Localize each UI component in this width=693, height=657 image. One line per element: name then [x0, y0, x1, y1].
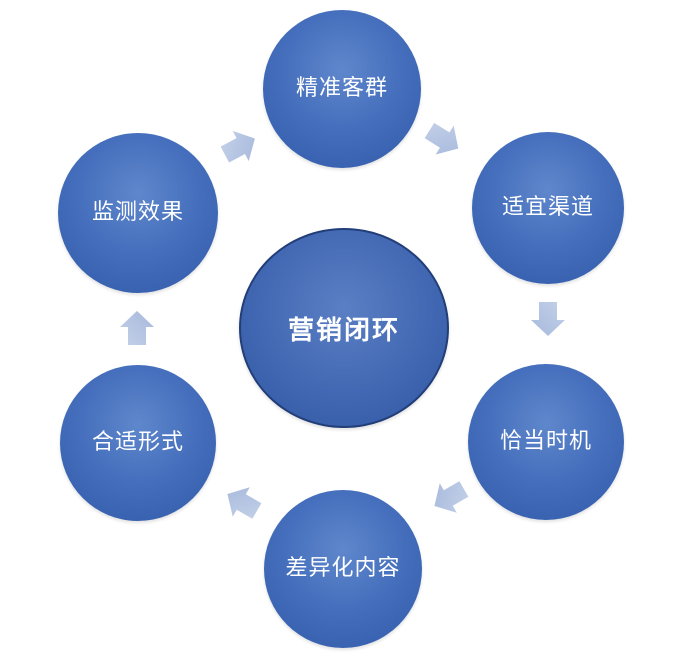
node-right-timing: 恰当时机: [468, 364, 624, 520]
node-label: 合适形式: [91, 430, 184, 455]
arrow-right-icon: [424, 122, 459, 155]
node-monitor-effect: 监测效果: [58, 133, 218, 293]
center-node: 营销闭环: [239, 228, 449, 428]
node-label: 精准客群: [295, 76, 388, 101]
node-label: 适宜渠道: [501, 195, 594, 220]
arrow-up-left-icon: [227, 487, 262, 519]
node-differentiated-content: 差异化内容: [264, 490, 422, 648]
arrow-up-right-icon: [220, 131, 255, 163]
node-label: 差异化内容: [285, 556, 401, 581]
node-target-audience: 精准客群: [263, 10, 421, 168]
arrow-down-icon: [531, 302, 565, 336]
node-label: 监测效果: [91, 200, 184, 225]
arrow-down-left-icon: [434, 481, 469, 513]
node-suitable-channel: 适宜渠道: [472, 132, 624, 284]
node-suitable-format: 合适形式: [60, 365, 216, 521]
node-label: 恰当时机: [499, 429, 592, 454]
arrow-up-icon: [120, 311, 154, 345]
center-label: 营销闭环: [287, 315, 400, 346]
